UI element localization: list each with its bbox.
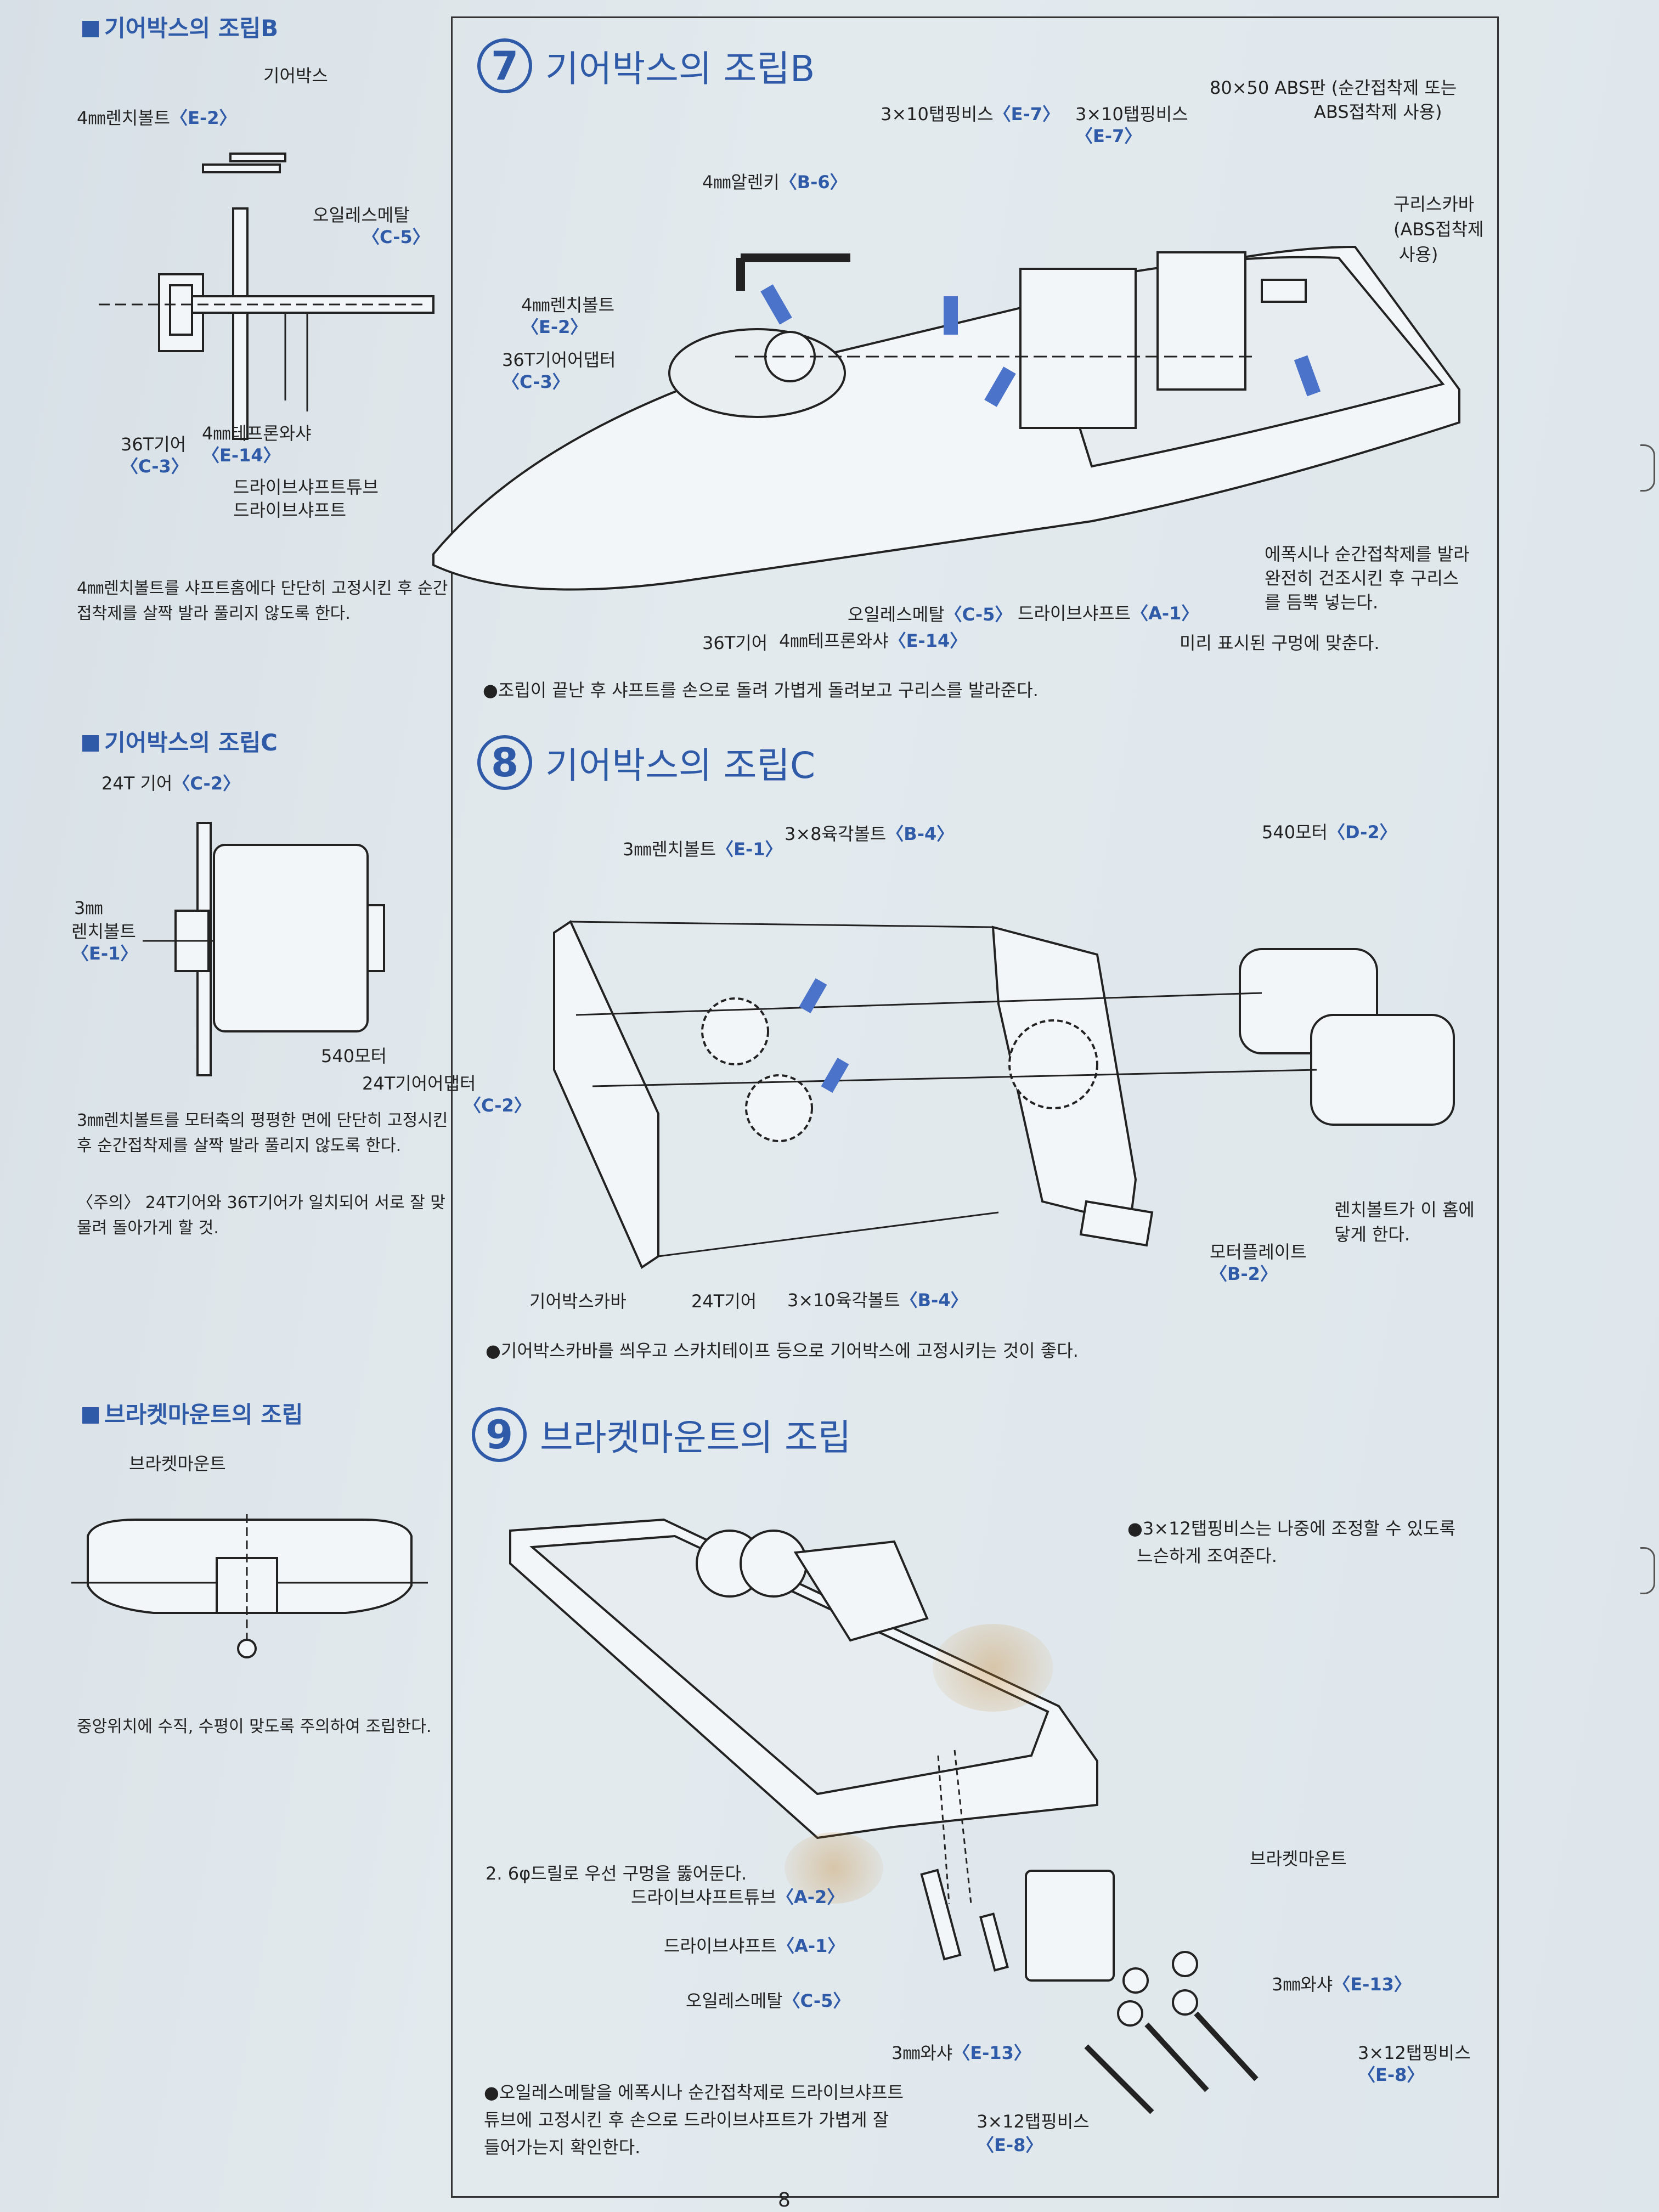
main-frame — [451, 16, 1499, 2198]
page-number: 8 — [778, 2189, 791, 2211]
note-gearbox-b: 4㎜렌치볼트를 샤프트홈에다 단단히 고정시킨 후 순간접착제를 살짝 발라 풀… — [77, 579, 448, 623]
step-9-screw-note-1: ●3×12탭핑비스는 나중에 조정할 수 있도록 — [1127, 1518, 1456, 1539]
label-epoxy-3: 를 듬뿍 넣는다. — [1265, 592, 1379, 613]
step-7-title: 기어박스의 조립B — [545, 48, 815, 90]
label-drive-shaft-9: 드라이브샤프트〈A-1〉 — [664, 1936, 845, 1956]
label-drive-shaft-tube: 드라이브샤프트튜브 — [233, 477, 379, 498]
label-hex-bolt-10: 3×10육각볼트〈B-4〉 — [787, 1290, 968, 1311]
gearbox-c-diagram — [143, 822, 385, 1076]
label-drill: 2. 6φ드릴로 우선 구멍을 뚫어둔다. — [486, 1863, 747, 1884]
label-abs-plate: 80×50 ABS판 (순간접착제 또는 — [1210, 77, 1457, 98]
code-e1: 〈E-1〉 — [71, 943, 138, 964]
label-36t-gear-7: 36T기어 — [702, 633, 768, 653]
label-wrench-bolt: 렌치볼트 — [71, 921, 136, 942]
code-c3-7: 〈C-3〉 — [502, 371, 570, 392]
label-teflon-washer-7: 4㎜테프론와샤〈E-14〉 — [779, 630, 968, 651]
label-holes: 미리 표시된 구멍에 맞춘다. — [1180, 633, 1380, 653]
step-8-note: ●기어박스카바를 씌우고 스카치테이프 등으로 기어박스에 고정시키는 것이 좋… — [486, 1340, 1079, 1361]
label-3mm-washer-right: 3㎜와샤〈E-13〉 — [1272, 1974, 1412, 1995]
label-24t-gear: 24T 기어〈C-2〉 — [101, 773, 241, 794]
step-9-title: 브라켓마운트의 조립 — [540, 1417, 851, 1459]
section-title-gearbox-b: 기어박스의 조립B — [82, 10, 278, 43]
note-gearbox-c: 3㎜렌치볼트를 모터축의 평평한 면에 단단히 고정시킨 후 순간접착제를 살짝… — [77, 1111, 448, 1155]
code-e14: 〈E-14〉 — [202, 445, 281, 466]
label-36t-gear: 36T기어 — [121, 434, 187, 455]
bracket-mount-diagram — [71, 1514, 428, 1658]
label-540-motor: 540모터 — [321, 1046, 387, 1066]
label-tap-screw-1: 3×10탭핑비스〈E-7〉 — [881, 104, 1060, 125]
label-epoxy-1: 에폭시나 순간접착제를 발라 — [1265, 544, 1470, 565]
label-grease-cover: 구리스카바 — [1393, 194, 1475, 215]
step-9-screw-note-2: 느슨하게 조여준다. — [1137, 1545, 1277, 1566]
binder-tab — [1640, 1547, 1655, 1594]
label-grease-abs: (ABS접착제 — [1393, 219, 1484, 240]
section-title-bracket-mount: 브라켓마운트의 조립 — [82, 1396, 303, 1430]
step-9-note-1: ●오일레스메탈을 에폭시나 순간접착제로 드라이브샤프트 — [484, 2082, 904, 2103]
label-wrench-groove-1: 렌치볼트가 이 홈에 — [1334, 1199, 1475, 1220]
label-grease-use: 사용) — [1399, 244, 1438, 265]
step-9-note-3: 들어가는지 확인한다. — [484, 2137, 641, 2158]
label-wrench-groove-2: 닿게 한다. — [1334, 1224, 1410, 1245]
label-tap-screw-12-right: 3×12탭핑비스 — [1358, 2042, 1471, 2063]
hull-gearbox-diagram — [432, 245, 1460, 591]
step-9-header: 9 브라켓마운트의 조립 — [472, 1407, 851, 1462]
step-8-number: 8 — [477, 735, 532, 790]
step-9-number: 9 — [472, 1407, 527, 1462]
label-4mm-bolt: 4㎜렌치볼트〈E-2〉 — [77, 108, 237, 128]
label-drive-shaft-7: 드라이브샤프트〈A-1〉 — [1018, 603, 1199, 624]
label-abs-adhesive: ABS접착제 사용) — [1314, 101, 1442, 122]
step-7-header: 7 기어박스의 조립B — [477, 38, 815, 93]
code-c5: 〈C-5〉 — [362, 227, 430, 247]
label-3mm-bolt-8: 3㎜렌치볼트〈E-1〉 — [623, 839, 783, 860]
label-36t-adapter: 36T기어어댑터 — [502, 349, 616, 370]
label-tap-screw-2: 3×10탭핑비스 — [1075, 104, 1188, 125]
stern-bracket-diagram — [509, 1518, 1259, 2114]
section-title-gearbox-c: 기어박스의 조립C — [82, 724, 278, 758]
binder-tab — [1640, 444, 1655, 492]
label-allen-key: 4㎜알렌키〈B-6〉 — [702, 172, 848, 193]
label-epoxy-2: 완전히 건조시킨 후 구리스 — [1265, 568, 1459, 589]
label-gearbox-cover: 기어박스카바 — [529, 1291, 627, 1312]
code-c3: 〈C-3〉 — [121, 456, 189, 477]
label-540-motor-8: 540모터〈D-2〉 — [1262, 822, 1397, 843]
label-teflon-washer: 4㎜테프론와샤 — [202, 423, 312, 444]
label-gearbox: 기어박스 — [263, 65, 328, 86]
stain — [933, 1624, 1053, 1712]
label-bracket-mount: 브라켓마운트 — [129, 1453, 226, 1474]
label-hex-bolt: 3×8육각볼트〈B-4〉 — [785, 823, 955, 844]
note-caution: 〈주의〉 24T기어와 36T기어가 일치되어 서로 잘 맞물려 돌아가게 할 … — [77, 1193, 445, 1238]
step-8-title: 기어박스의 조립C — [545, 744, 816, 787]
note-bracket-mount: 중앙위치에 수직, 수평이 맞도록 주의하여 조립한다. — [77, 1717, 432, 1736]
code-c2: 〈C-2〉 — [464, 1095, 532, 1116]
label-3mm: 3㎜ — [74, 898, 103, 918]
label-bracket-mount-9: 브라켓마운트 — [1250, 1848, 1347, 1869]
label-4mm-bolt-7: 4㎜렌치볼트 — [521, 295, 615, 315]
label-drive-shaft: 드라이브샤프트 — [233, 500, 347, 521]
label-tap-screw-12-left: 3×12탭핑비스 — [977, 2111, 1090, 2132]
step-7-number: 7 — [477, 38, 532, 93]
stain — [785, 1832, 883, 1904]
label-3mm-washer-left: 3㎜와샤〈E-13〉 — [891, 2042, 1031, 2063]
code-e8-right: 〈E-8〉 — [1358, 2064, 1425, 2085]
label-24t-gear-8: 24T기어 — [691, 1291, 757, 1312]
label-oilless-7: 오일레스메탈〈C-5〉 — [848, 604, 1013, 625]
label-drive-shaft-tube-9: 드라이브샤프트튜브〈A-2〉 — [631, 1887, 845, 1908]
label-24t-adapter: 24T기어어댑터 — [362, 1073, 476, 1094]
gearbox-c-exploded-diagram — [553, 920, 1455, 1269]
label-oilless-metal: 오일레스메탈 — [313, 205, 410, 225]
code-b2: 〈B-2〉 — [1210, 1263, 1278, 1284]
code-e7: 〈E-7〉 — [1075, 126, 1142, 146]
gearbox-b-diagram — [99, 153, 435, 440]
label-motor-plate: 모터플레이트 — [1210, 1242, 1307, 1262]
step-7-note: ●조립이 끝난 후 샤프트를 손으로 돌려 가볍게 돌려보고 구리스를 발라준다… — [483, 680, 1039, 701]
step-9-note-2: 튜브에 고정시킨 후 손으로 드라이브샤프트가 가볍게 잘 — [484, 2109, 889, 2130]
code-e8-left: 〈E-8〉 — [977, 2135, 1043, 2155]
label-oilless-9: 오일레스메탈〈C-5〉 — [686, 1990, 851, 2011]
step-8-header: 8 기어박스의 조립C — [477, 735, 815, 790]
code-e2: 〈E-2〉 — [521, 317, 588, 337]
